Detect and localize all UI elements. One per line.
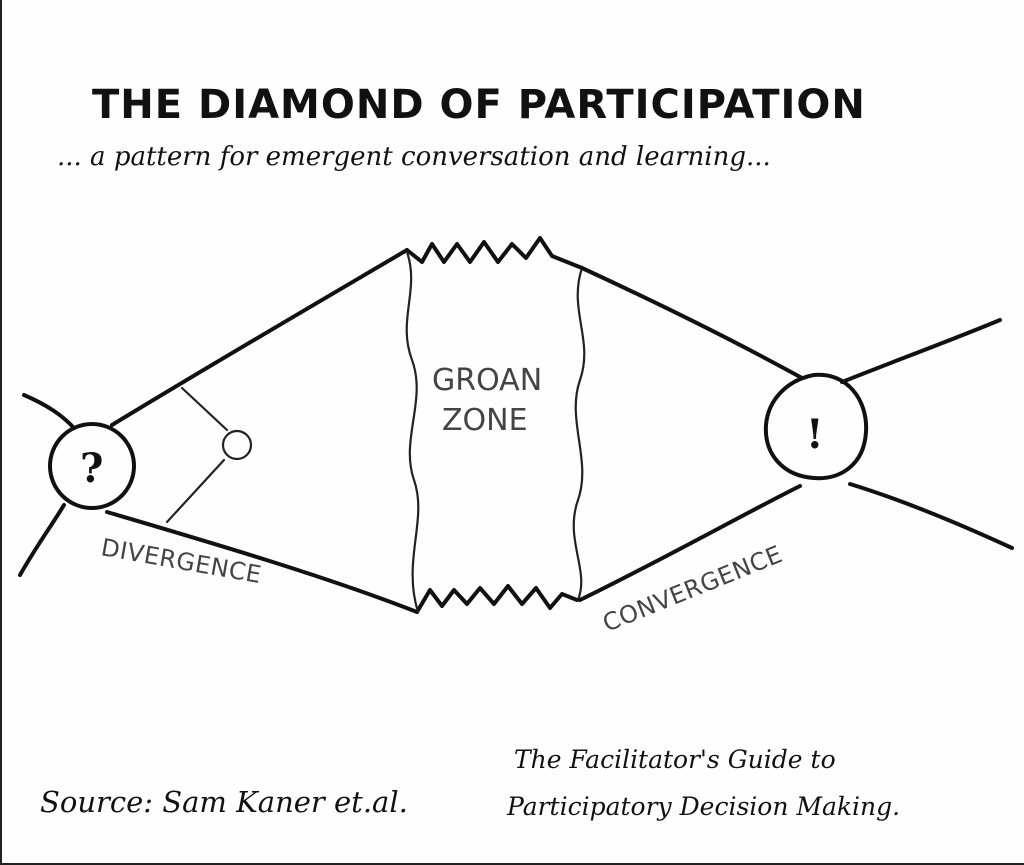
groan-zone-right-wave bbox=[572, 266, 586, 602]
convergence-label: CONVERGENCE bbox=[599, 540, 787, 638]
convergence-top-edge bbox=[580, 266, 804, 380]
left-input-top-line bbox=[22, 393, 76, 430]
groan-zone-label-line2: ZONE bbox=[442, 403, 528, 438]
diagram-subtitle: ... a pattern for emergent conversation … bbox=[57, 142, 771, 172]
right-output-bottom-line bbox=[848, 482, 1014, 550]
right-node-circle bbox=[763, 372, 869, 481]
question-mark-icon: ? bbox=[80, 445, 103, 492]
branch-line-upper bbox=[180, 386, 229, 432]
exclamation-mark-icon: ! bbox=[806, 411, 824, 458]
convergence-bottom-edge bbox=[578, 484, 802, 602]
book-title-line2: Participatory Decision Making. bbox=[506, 792, 900, 821]
source-credit: Source: Sam Kaner et.al. bbox=[40, 785, 408, 819]
idea-bubble bbox=[221, 429, 253, 461]
groan-zone-left-wave bbox=[405, 250, 420, 614]
left-node-circle bbox=[48, 422, 136, 510]
divergence-bottom-edge bbox=[105, 510, 419, 614]
divergence-label: DIVERGENCE bbox=[99, 533, 264, 589]
groan-zone-bottom-zigzag bbox=[415, 584, 579, 614]
right-output-top-line bbox=[840, 318, 1002, 384]
branch-line-lower bbox=[165, 458, 226, 524]
groan-zone-top-zigzag bbox=[405, 236, 584, 270]
left-input-bottom-line bbox=[18, 503, 66, 577]
divergence-top-edge bbox=[110, 248, 409, 427]
book-title-line1: The Facilitator's Guide to bbox=[514, 745, 836, 774]
diagram-title: THE DIAMOND OF PARTICIPATION bbox=[92, 82, 866, 128]
groan-zone-label-line1: GROAN bbox=[432, 363, 542, 398]
